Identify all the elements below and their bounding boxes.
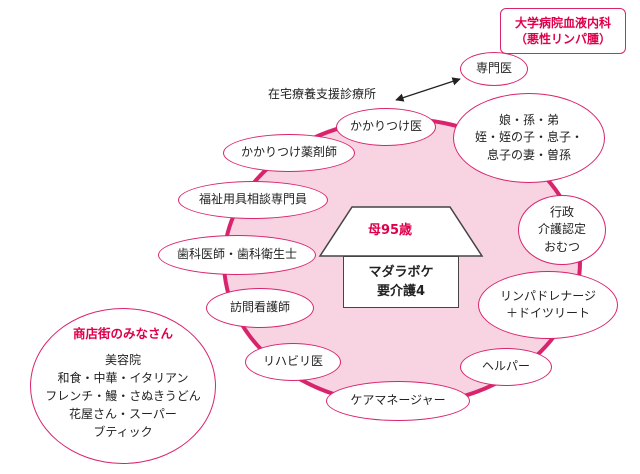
hospital-condition-label: （悪性リンパ腫） — [514, 32, 611, 46]
mother-status-box: マダラボケ 要介護4 — [343, 256, 459, 308]
university-hospital-box: 大学病院血液内科 （悪性リンパ腫） — [500, 8, 626, 54]
visiting-nurse-node: 訪問看護師 — [206, 288, 314, 328]
rehab-doctor-node: リハビリ医 — [245, 343, 341, 381]
care-manager-node: ケアマネージャー — [326, 381, 470, 421]
specialist-connector-arrow — [395, 77, 461, 102]
specialist-node: 専門医 — [460, 52, 528, 86]
lymph-drainage-node: リンパドレナージ ＋ドイツリート — [478, 271, 618, 339]
dentist-node: 歯科医師・歯科衛生士 — [158, 235, 316, 275]
hospital-department-label: 大学病院血液内科 — [514, 15, 611, 30]
administration-node: 行政 介護認定 おむつ — [518, 195, 606, 265]
welfare-equipment-node: 福祉用具相談専門員 — [178, 181, 328, 219]
family-node: 娘・孫・弟 姪・姪の子・息子・ 息子の妻・曽孫 — [453, 93, 605, 183]
shopping-street-list: 美容院 和食・中華・イタリアン フレンチ・鰻・さぬきうどん 花屋さん・スーパー … — [45, 353, 201, 439]
shopping-street-title: 商店街のみなさん — [72, 326, 173, 341]
mother-age-label: 母95歳 — [367, 223, 413, 238]
pharmacist-node: かかりつけ薬剤師 — [223, 134, 355, 172]
helper-node: ヘルパー — [460, 348, 552, 386]
home-clinic-caption: 在宅療養支援診療所 — [268, 87, 377, 101]
shopping-street-circle: 商店街のみなさん 美容院 和食・中華・イタリアン フレンチ・鰻・さぬきうどん 花… — [30, 308, 216, 464]
family-doctor-node: かかりつけ医 — [336, 108, 436, 146]
